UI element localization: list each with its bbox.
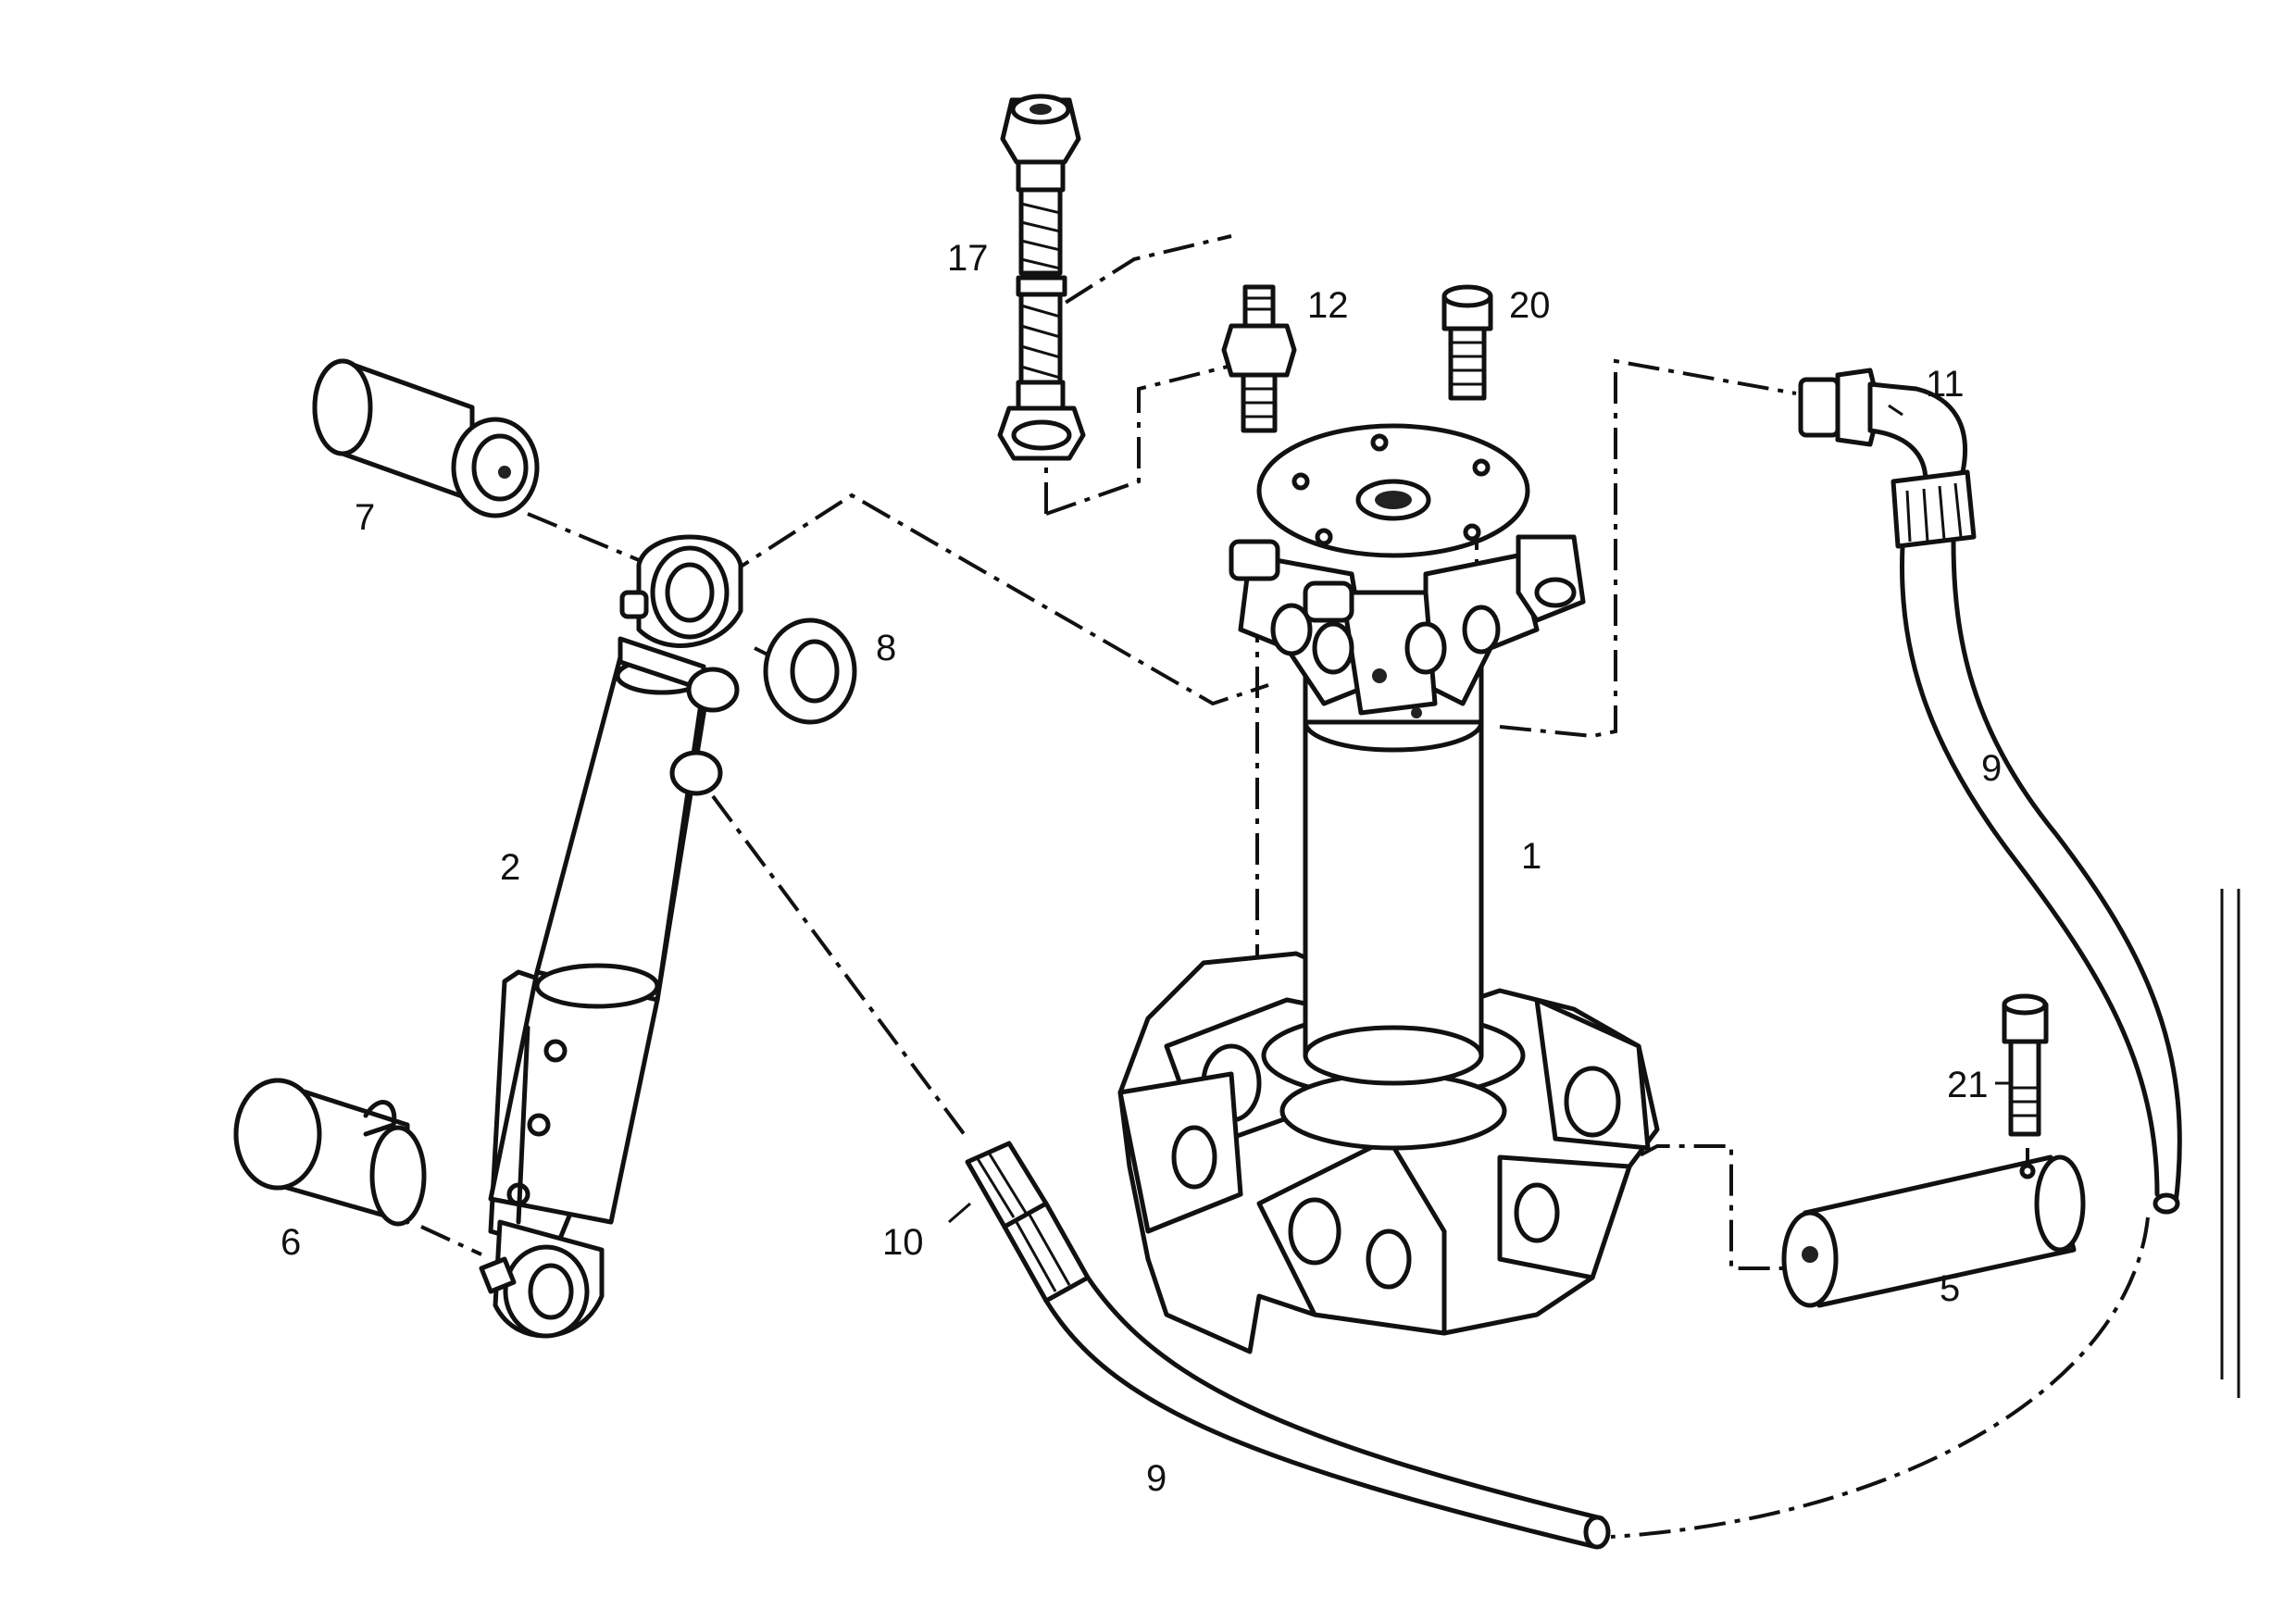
label-part-2: 2 xyxy=(500,847,520,888)
part-9-hose-lower xyxy=(1043,1275,1611,1550)
label-part-17: 17 xyxy=(947,238,989,279)
label-part-11: 11 xyxy=(1926,364,1965,405)
part-1-pedestal xyxy=(1117,423,1660,1354)
part-8-washer xyxy=(763,618,857,725)
label-part-8: 8 xyxy=(876,628,896,668)
label-part-9-lower: 9 xyxy=(1146,1458,1167,1499)
leader-lines xyxy=(948,404,2009,1224)
sheet-edge-marks xyxy=(2220,889,2240,1398)
label-part-1: 1 xyxy=(1521,836,1541,877)
part-6-pin xyxy=(233,1078,427,1227)
callout-labels: 1 2 5 6 7 8 9 9 10 11 12 17 20 21 xyxy=(281,238,2002,1499)
part-9-hose-right xyxy=(1900,539,2182,1215)
part-10-hose-fitting xyxy=(965,1141,1091,1304)
label-part-12: 12 xyxy=(1307,285,1349,326)
part-12-straight-fitting xyxy=(1221,284,1297,433)
label-part-20: 20 xyxy=(1509,285,1551,326)
part-20-cap-screw xyxy=(1441,284,1493,401)
label-part-5: 5 xyxy=(1940,1268,1960,1309)
label-part-9-right: 9 xyxy=(1981,748,2002,789)
label-part-7: 7 xyxy=(355,497,375,538)
part-5-pin xyxy=(1781,1154,2086,1308)
part-2-cylinder xyxy=(479,534,743,1339)
label-part-10: 10 xyxy=(882,1222,924,1263)
label-part-21: 21 xyxy=(1947,1065,1989,1105)
part-7-pin xyxy=(312,358,540,518)
assembly-lines xyxy=(420,234,2150,1539)
label-part-6: 6 xyxy=(281,1222,301,1263)
part-17-flexible-hose xyxy=(997,94,1086,461)
part-21-cap-screw xyxy=(2002,993,2049,1137)
